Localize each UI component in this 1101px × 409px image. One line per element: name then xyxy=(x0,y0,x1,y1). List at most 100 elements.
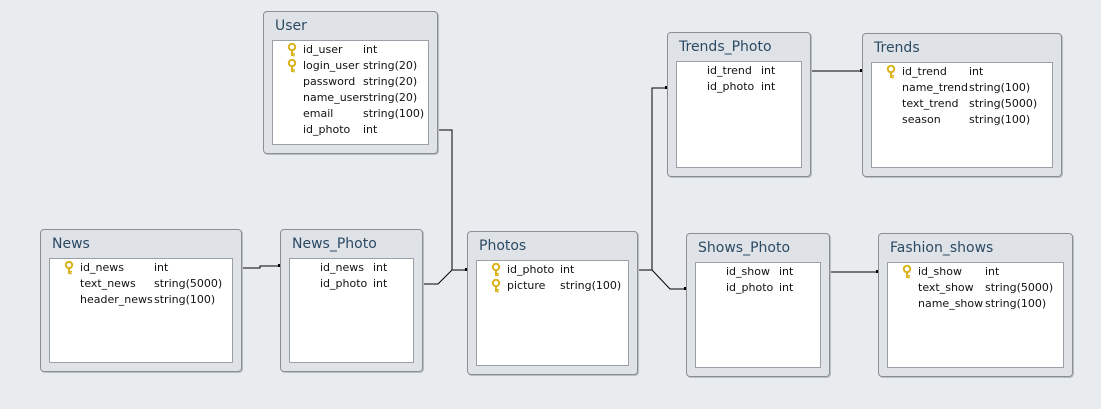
field-name: id_photo xyxy=(507,263,555,276)
user-to-photos-line xyxy=(438,129,467,271)
field-type: string(100) xyxy=(560,279,622,292)
field-row[interactable]: id_photo int xyxy=(696,281,820,297)
table-title: Shows_Photo xyxy=(698,240,791,256)
photos-to-trendsphoto-line xyxy=(638,87,667,271)
field-type: int xyxy=(761,64,776,77)
field-name: id_show xyxy=(918,265,962,278)
field-row[interactable]: id_trend int xyxy=(677,64,801,80)
field-name: email xyxy=(303,107,334,120)
primary-key-icon xyxy=(886,64,898,79)
field-name: password xyxy=(303,75,356,88)
field-row[interactable]: id_photo int xyxy=(677,80,801,96)
field-row[interactable]: text_news string(5000) xyxy=(50,277,232,293)
field-name: id_trend xyxy=(707,64,752,77)
field-row[interactable]: id_trend int xyxy=(872,64,1052,81)
field-type: int xyxy=(560,263,575,276)
table-title: Trends_Photo xyxy=(679,39,772,55)
table-title: News_Photo xyxy=(292,236,377,252)
news-to-newsphoto-line xyxy=(242,265,280,269)
field-type: int xyxy=(779,281,794,294)
table-title: User xyxy=(275,18,307,34)
field-type: int xyxy=(985,265,1000,278)
field-type: string(100) xyxy=(969,81,1031,94)
field-name: season xyxy=(902,113,941,126)
field-name: id_photo xyxy=(303,123,351,136)
primary-key-icon xyxy=(491,262,503,277)
field-type: string(20) xyxy=(363,59,418,72)
field-type: string(5000) xyxy=(985,281,1054,294)
field-type: int xyxy=(779,265,794,278)
field-name: id_photo xyxy=(726,281,774,294)
primary-key-icon xyxy=(902,264,914,279)
field-type: string(100) xyxy=(154,293,216,306)
field-row[interactable]: password string(20) xyxy=(273,75,428,91)
field-name: text_news xyxy=(80,277,136,290)
field-name: id_photo xyxy=(707,80,755,93)
field-type: int xyxy=(761,80,776,93)
field-name: text_trend xyxy=(902,97,959,110)
table-title: Fashion_shows xyxy=(890,240,994,256)
field-list: id_photo int picture string(100) xyxy=(476,260,629,366)
field-type: int xyxy=(363,43,378,56)
field-name: id_show xyxy=(726,265,770,278)
field-row[interactable]: id_show int xyxy=(888,264,1063,281)
field-name: name_trend xyxy=(902,81,969,94)
field-row[interactable]: id_show int xyxy=(696,265,820,281)
table-photos[interactable]: Photos id_photo int picture string(100) xyxy=(467,231,638,375)
primary-key-icon xyxy=(287,58,299,73)
field-row[interactable]: season string(100) xyxy=(872,113,1052,129)
field-name: login_user xyxy=(303,59,360,72)
field-name: name_show xyxy=(918,297,984,310)
field-row[interactable]: id_user int xyxy=(273,42,428,59)
field-type: int xyxy=(363,123,378,136)
primary-key-icon xyxy=(64,260,76,275)
field-name: id_news xyxy=(80,261,125,274)
field-name: id_user xyxy=(303,43,343,56)
field-row[interactable]: id_photo int xyxy=(477,262,628,279)
field-row[interactable]: id_news int xyxy=(290,261,413,277)
field-type: string(100) xyxy=(969,113,1031,126)
field-row[interactable]: id_photo int xyxy=(273,123,428,139)
field-type: string(5000) xyxy=(154,277,223,290)
table-title: Photos xyxy=(479,238,527,254)
field-name: picture xyxy=(507,279,546,292)
field-type: int xyxy=(154,261,169,274)
primary-key-icon xyxy=(287,42,299,57)
table-title: News xyxy=(52,236,90,252)
field-name: header_news xyxy=(80,293,153,306)
field-type: int xyxy=(969,65,984,78)
field-type: string(100) xyxy=(985,297,1047,310)
field-type: string(100) xyxy=(363,107,425,120)
field-name: id_news xyxy=(320,261,365,274)
field-type: string(20) xyxy=(363,75,418,88)
field-row[interactable]: id_news int xyxy=(50,260,232,277)
photos-to-showsphoto-line xyxy=(638,269,686,290)
field-row[interactable]: picture string(100) xyxy=(477,278,628,295)
field-name: id_trend xyxy=(902,65,947,78)
field-type: string(20) xyxy=(363,91,418,104)
field-type: int xyxy=(373,261,388,274)
field-row[interactable]: email string(100) xyxy=(273,107,428,123)
